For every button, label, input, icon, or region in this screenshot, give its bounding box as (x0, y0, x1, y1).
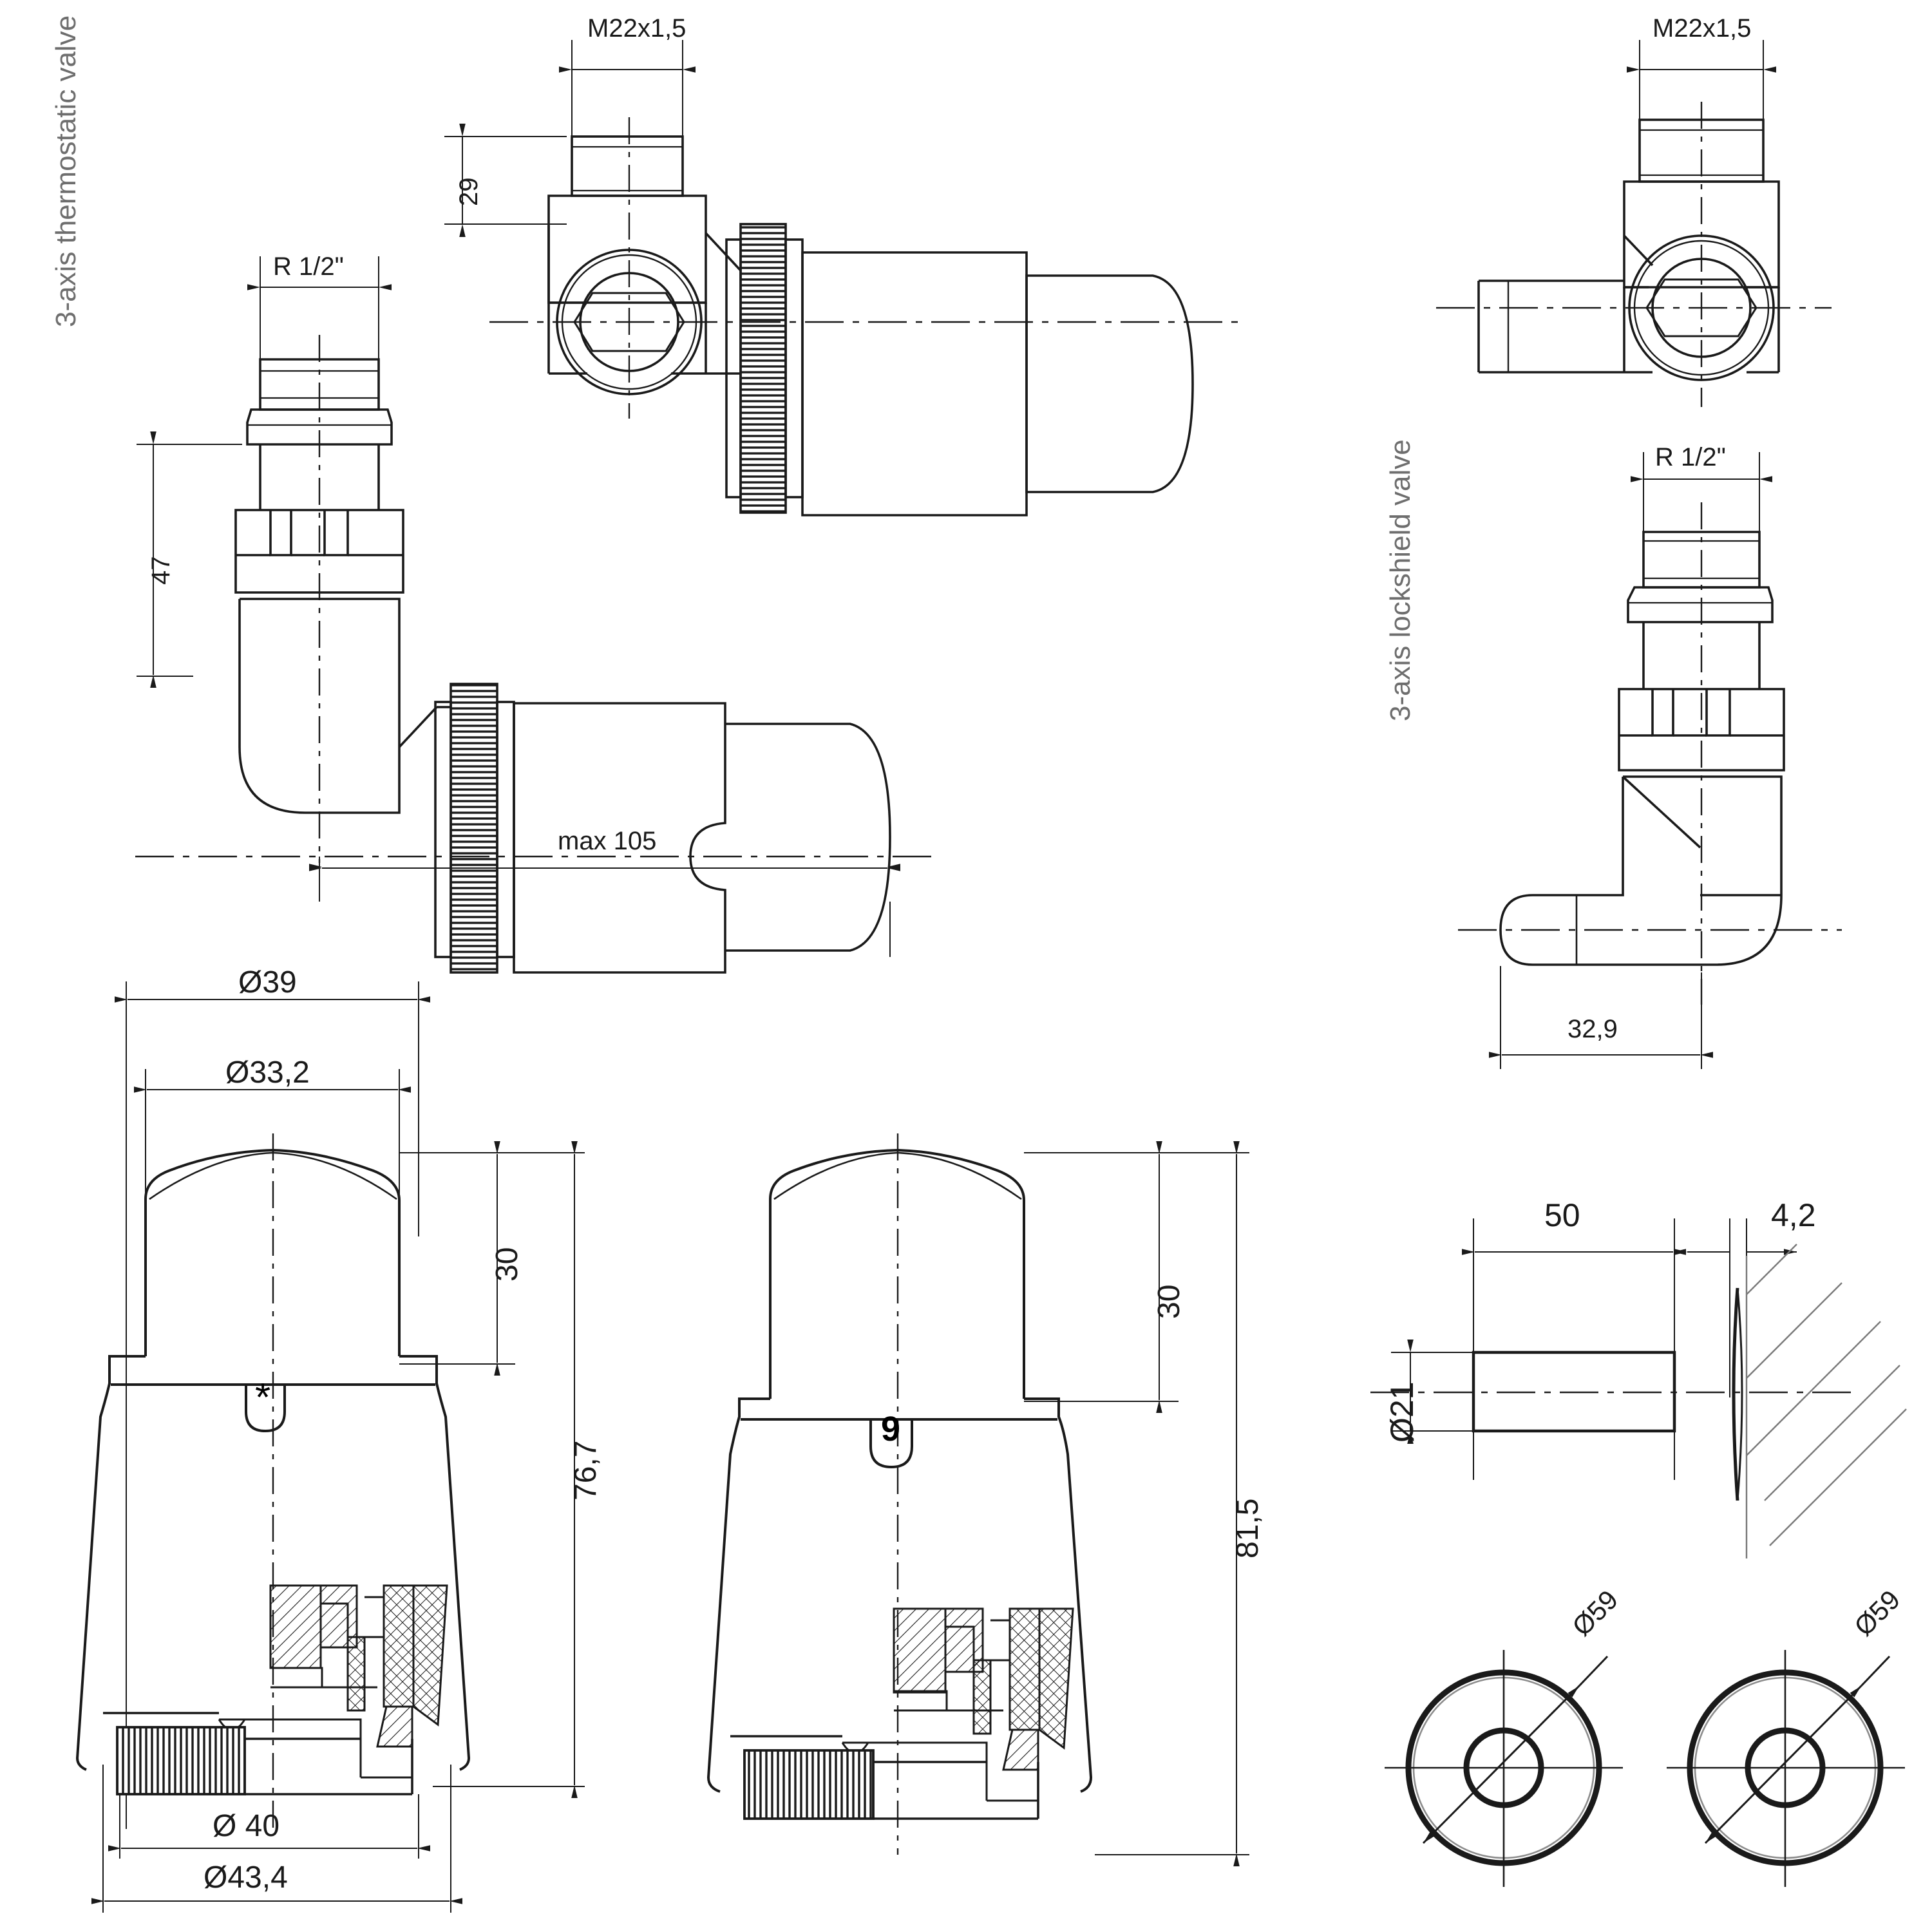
dim-50: 50 (1544, 1197, 1580, 1233)
section-label-lockshield: 3-axis lockshield valve (1385, 439, 1416, 721)
thermostatic-valve-top-view (444, 40, 1243, 516)
dim-r-half-thermostatic: R 1/2" (273, 252, 344, 281)
section-label-thermostatic: 3-axis thermostatic valve (50, 15, 82, 327)
dim-d39: Ø39 (238, 965, 297, 999)
head-marker-nine: 9 (881, 1410, 901, 1448)
dim-max-105: max 105 (558, 827, 657, 855)
dim-d43-4: Ø43,4 (204, 1861, 288, 1895)
dim-76-7: 76,7 (569, 1440, 603, 1501)
thermostatic-head-side-section (706, 1133, 1249, 1866)
thermostatic-head-front-section (75, 981, 585, 1913)
thermostatic-valve-side-view (135, 256, 940, 974)
dim-29: 29 (455, 177, 483, 207)
lockshield-valve-top-view (1436, 40, 1832, 407)
dim-d21: Ø21 (1384, 1381, 1420, 1443)
dim-30-left: 30 (490, 1247, 524, 1282)
head-marker-asterisk: * (255, 1376, 271, 1420)
dim-4-2: 4,2 (1771, 1197, 1816, 1233)
dim-47: 47 (147, 556, 175, 585)
lockshield-valve-side-view (1458, 452, 1842, 1069)
dim-m22-lockshield: M22x1,5 (1653, 14, 1752, 43)
rosette-front-view-left (1385, 1650, 1623, 1887)
dim-r-half-lockshield: R 1/2" (1655, 443, 1726, 471)
dim-d40: Ø 40 (213, 1809, 280, 1843)
dim-d33-2: Ø33,2 (225, 1056, 310, 1090)
dim-32-9: 32,9 (1567, 1015, 1618, 1043)
dim-30-right: 30 (1152, 1284, 1186, 1319)
rosette-front-view-right (1667, 1650, 1905, 1887)
dim-m22-thermostatic: M22x1,5 (587, 14, 687, 43)
wall-sleeve-and-rosette-view (1370, 1218, 1907, 1558)
dim-81-5: 81,5 (1231, 1498, 1265, 1558)
